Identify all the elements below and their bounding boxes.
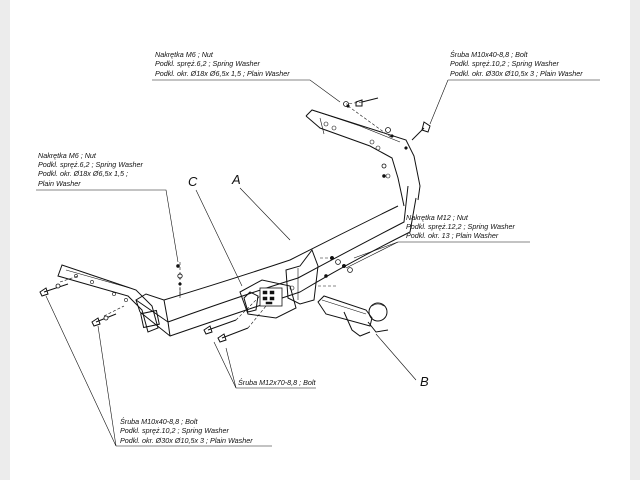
- callout-line: Podkl. spręż.10,2 ; Spring Washer: [120, 426, 230, 435]
- callout-bolt-mid: Śruba M12x70-8,8 ; Bolt: [238, 378, 317, 387]
- callout-nut-top: Nakrętka M6 ; Nut Podkl. spręż.6,2 ; Spr…: [155, 50, 290, 78]
- callout-line: Podkl. okr. Ø30x Ø10,5x 3 ; Plain Washer: [450, 69, 583, 78]
- callout-line: Nakrętka M6 ; Nut: [38, 151, 97, 160]
- callout-nut-left: Nakrętka M6 ; Nut Podkl. spręż.6,2 ; Spr…: [38, 151, 144, 188]
- callout-nut-right: Nakrętka M12 ; Nut Podkl. spręż.12,2 ; S…: [406, 213, 516, 240]
- left-frame-edge: [0, 0, 10, 480]
- part-letter-c: C: [188, 174, 198, 189]
- callout-line: Podkl. spręż.12,2 ; Spring Washer: [406, 222, 516, 231]
- callout-line: Podkl. spręż.6,2 ; Spring Washer: [155, 59, 261, 68]
- socket-bracket: [239, 248, 319, 319]
- callout-line: Podkl. spręż.6,2 ; Spring Washer: [38, 160, 144, 169]
- right-frame-edge: [630, 0, 640, 480]
- assembly-lines: [59, 101, 393, 329]
- callout-bolt-bottom: Śruba M10x40-8,8 ; Bolt Podkl. spręż.10,…: [120, 417, 253, 445]
- part-letter-a: A: [231, 172, 241, 187]
- callout-line: Podkl. spręż.10,2 ; Spring Washer: [450, 59, 560, 68]
- callout-line: Podkl. okr. 13 ; Plain Washer: [406, 231, 499, 240]
- tow-ball: [317, 295, 389, 337]
- leader-lines: [36, 79, 600, 447]
- callout-line: Podkl. okr. Ø30x Ø10,5x 3 ; Plain Washer: [120, 436, 253, 445]
- callout-line: Podkl. okr. Ø18x Ø6,5x 1,5 ;: [38, 169, 128, 178]
- callout-line: Śruba M10x40-8,8 ; Bolt: [450, 50, 529, 59]
- callout-line: Śruba M10x40-8,8 ; Bolt: [120, 417, 199, 426]
- part-letter-b: B: [420, 374, 429, 389]
- callout-line: Plain Washer: [38, 179, 81, 188]
- callout-line: Nakrętka M6 ; Nut: [155, 50, 214, 59]
- callout-line: Nakrętka M12 ; Nut: [406, 213, 469, 222]
- callout-bolt-top: Śruba M10x40-8,8 ; Bolt Podkl. spręż.10,…: [450, 50, 583, 78]
- tow-bar-beam: [57, 109, 421, 337]
- callout-line: Podkl. okr. Ø18x Ø6,5x 1,5 ; Plain Washe…: [155, 69, 290, 78]
